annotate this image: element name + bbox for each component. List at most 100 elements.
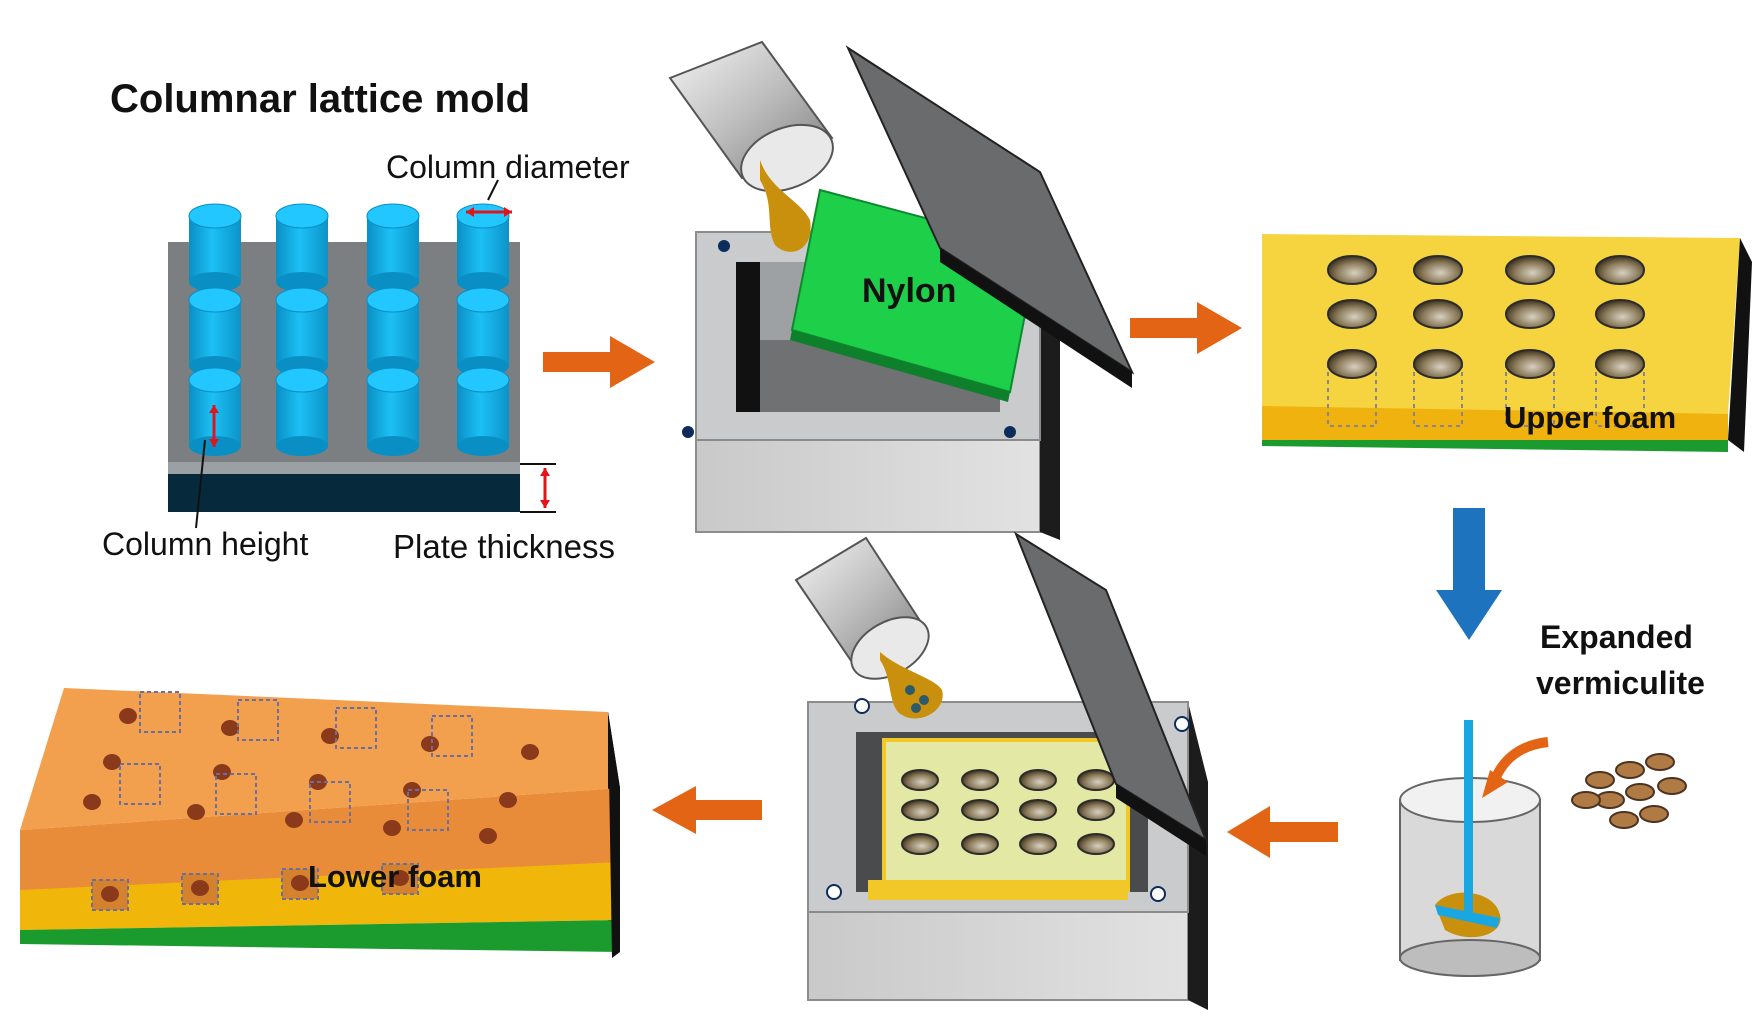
pouring-bucket-lower: [794, 536, 943, 719]
mold-box-lower: [807, 698, 1208, 1010]
mold-hole: [1019, 833, 1057, 855]
column-top: [456, 287, 510, 313]
plate-thickness-label: Plate thickness: [393, 528, 615, 565]
arrow-right-1: [543, 336, 655, 388]
lower-foam-pattern: [83, 691, 539, 911]
foam-dot: [521, 744, 539, 760]
column-top: [366, 367, 420, 393]
vermiculite-flake: [1571, 791, 1601, 809]
mold-lid-top: [845, 45, 1135, 388]
foam-dot: [103, 754, 121, 770]
vermiculite-flake: [1639, 805, 1669, 823]
column-top: [366, 287, 420, 313]
foam-dot: [187, 804, 205, 820]
arrow-down-blue: [1436, 508, 1502, 640]
foam-dot: [119, 708, 137, 724]
foam-hole: [1505, 299, 1555, 329]
foam-hole: [1413, 255, 1463, 285]
column-top: [188, 367, 242, 393]
foam-dot: [383, 820, 401, 836]
column-height-label: Column height: [102, 526, 308, 562]
column-top: [456, 203, 510, 229]
foam-dot: [421, 736, 439, 752]
foam-dot: [213, 764, 231, 780]
foam-hole: [1327, 255, 1377, 285]
mold-plate-face: [168, 242, 520, 462]
foam-lower-dot: [391, 870, 409, 886]
foam-hole: [1595, 299, 1645, 329]
arrow-right-2: [1130, 302, 1242, 354]
foam-dot: [83, 794, 101, 810]
column-base: [457, 436, 509, 456]
foam-hole: [1327, 349, 1377, 379]
mold-hole: [901, 769, 939, 791]
pouring-bucket-top: [668, 40, 834, 252]
mold-hole: [1077, 833, 1115, 855]
mold-foam-holes: [901, 769, 1115, 855]
foam-cell-outline: [119, 763, 161, 805]
arrow-left-4: [652, 786, 762, 834]
foam-dot: [479, 828, 497, 844]
column-base: [367, 272, 419, 292]
nylon-label: Nylon: [862, 272, 956, 310]
vermiculite-flake: [1585, 771, 1615, 789]
lower-foam-block: [20, 688, 620, 958]
foam-cell-outline: [139, 691, 181, 733]
foam-cell-outline: [309, 781, 351, 823]
expanded-vermiculite-label-2: vermiculite: [1536, 665, 1705, 701]
vermiculite-flake: [1645, 753, 1675, 771]
column-diameter-label: Column diameter: [386, 149, 630, 185]
foam-hole: [1505, 349, 1555, 379]
foam-lower-dot: [101, 886, 119, 902]
column-top: [188, 203, 242, 229]
upper-foam-label: Upper foam: [1504, 400, 1676, 435]
foam-hole: [1595, 255, 1645, 285]
column-base: [189, 272, 241, 292]
mold-lid-lower: [1013, 531, 1209, 856]
foam-hole: [1413, 349, 1463, 379]
foam-cell-outline: [335, 707, 377, 749]
column-base: [276, 436, 328, 456]
mold-hole: [961, 833, 999, 855]
mold-hole: [1077, 799, 1115, 821]
column-top: [188, 287, 242, 313]
mold-hole: [1019, 799, 1057, 821]
diagram-title: Columnar lattice mold: [110, 77, 530, 121]
column-base: [367, 436, 419, 456]
upper-foam-block: [1262, 234, 1752, 452]
column-top: [275, 287, 329, 313]
mold-hole: [961, 799, 999, 821]
vermiculite-flake: [1615, 761, 1645, 779]
column-top: [275, 203, 329, 229]
foam-dot: [499, 792, 517, 808]
foam-cell-outline: [215, 773, 257, 815]
mold-hole: [901, 833, 939, 855]
lattice-columns: [188, 203, 510, 456]
vermiculite-flake: [1609, 811, 1639, 829]
mold-hole: [1077, 769, 1115, 791]
foam-cell-outline: [407, 789, 449, 831]
mold-hole: [961, 769, 999, 791]
foam-dot: [221, 720, 239, 736]
foam-hole: [1327, 299, 1377, 329]
mold-hole: [1019, 769, 1057, 791]
column-top: [366, 203, 420, 229]
foam-hole: [1413, 299, 1463, 329]
foam-dot: [285, 812, 303, 828]
column-top: [275, 367, 329, 393]
upper-foam-holes: [1327, 255, 1645, 427]
column-top: [456, 367, 510, 393]
vermiculite-flake: [1625, 783, 1655, 801]
lower-foam-label: Lower foam: [308, 859, 482, 894]
foam-lower-dot: [191, 880, 209, 896]
arrow-left-3: [1227, 806, 1338, 858]
foam-cell-outline: [237, 699, 279, 741]
mold-hole: [901, 799, 939, 821]
foam-hole: [1505, 255, 1555, 285]
vermiculite-flakes: [1571, 753, 1687, 829]
vermiculite-flake: [1657, 777, 1687, 795]
column-base: [276, 272, 328, 292]
mixing-beaker: [1399, 720, 1549, 977]
expanded-vermiculite-label-1: Expanded: [1540, 619, 1693, 655]
